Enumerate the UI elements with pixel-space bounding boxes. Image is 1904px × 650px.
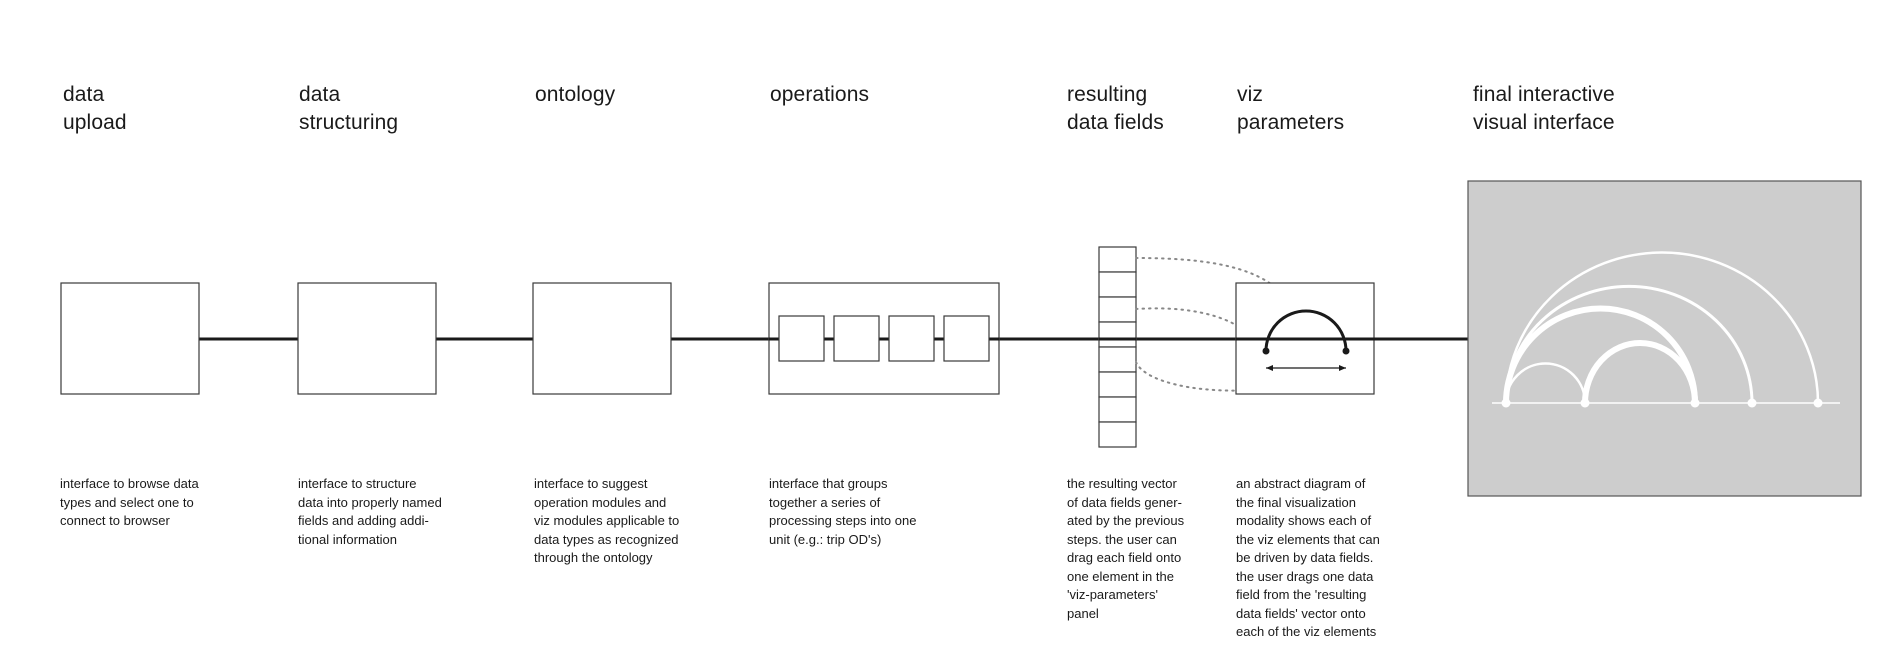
data-field-cell (1098, 271, 1137, 298)
stage-description-operations: interface that groups together a series … (769, 476, 917, 547)
data-upload-box (60, 282, 200, 395)
stage-title-data-upload: data upload (63, 83, 127, 134)
data-field-cell (1098, 371, 1137, 398)
stage-title-operations: operations (770, 83, 870, 106)
data-fields-vector (1098, 246, 1137, 448)
operation-module-2 (833, 315, 880, 362)
stage-description-viz-parameters: an abstract diagram of the final visuali… (1236, 476, 1380, 639)
data-field-cell (1098, 346, 1137, 373)
viz-arc-glyph (1264, 309, 1348, 352)
stage-title-final-interface: final interactive visual interface (1473, 83, 1615, 134)
data-structuring-box (297, 282, 437, 395)
stage-description-data-structuring: interface to structure data into properl… (298, 476, 442, 547)
data-field-cell (1098, 246, 1137, 273)
stage-description-data-upload: interface to browse data types and selec… (60, 476, 199, 528)
stage-description-ontology: interface to suggest operation modules a… (534, 476, 680, 565)
stage-description-resulting-data-fields: the resulting vector of data fields gene… (1067, 476, 1185, 621)
operation-module-4 (943, 315, 990, 362)
viz-arc-endpoint (1262, 347, 1270, 355)
stage-title-viz-parameters: viz parameters (1237, 83, 1345, 134)
stage-title-data-structuring: data structuring (299, 83, 399, 134)
operation-module-3 (888, 315, 935, 362)
ontology-box (532, 282, 672, 395)
operation-module-1 (778, 315, 825, 362)
viz-arc-endpoint (1342, 347, 1350, 355)
stage-title-resulting-data-fields: resulting data fields (1067, 83, 1164, 134)
arc-diagram-nodes (1501, 398, 1823, 408)
data-field-cell (1098, 296, 1137, 323)
stage-title-ontology: ontology (535, 83, 616, 106)
drag-path-lines (1135, 257, 1301, 392)
data-field-cell (1098, 321, 1137, 348)
data-field-cell (1098, 421, 1137, 448)
arc-diagram (1503, 251, 1820, 404)
data-field-cell (1098, 396, 1137, 423)
